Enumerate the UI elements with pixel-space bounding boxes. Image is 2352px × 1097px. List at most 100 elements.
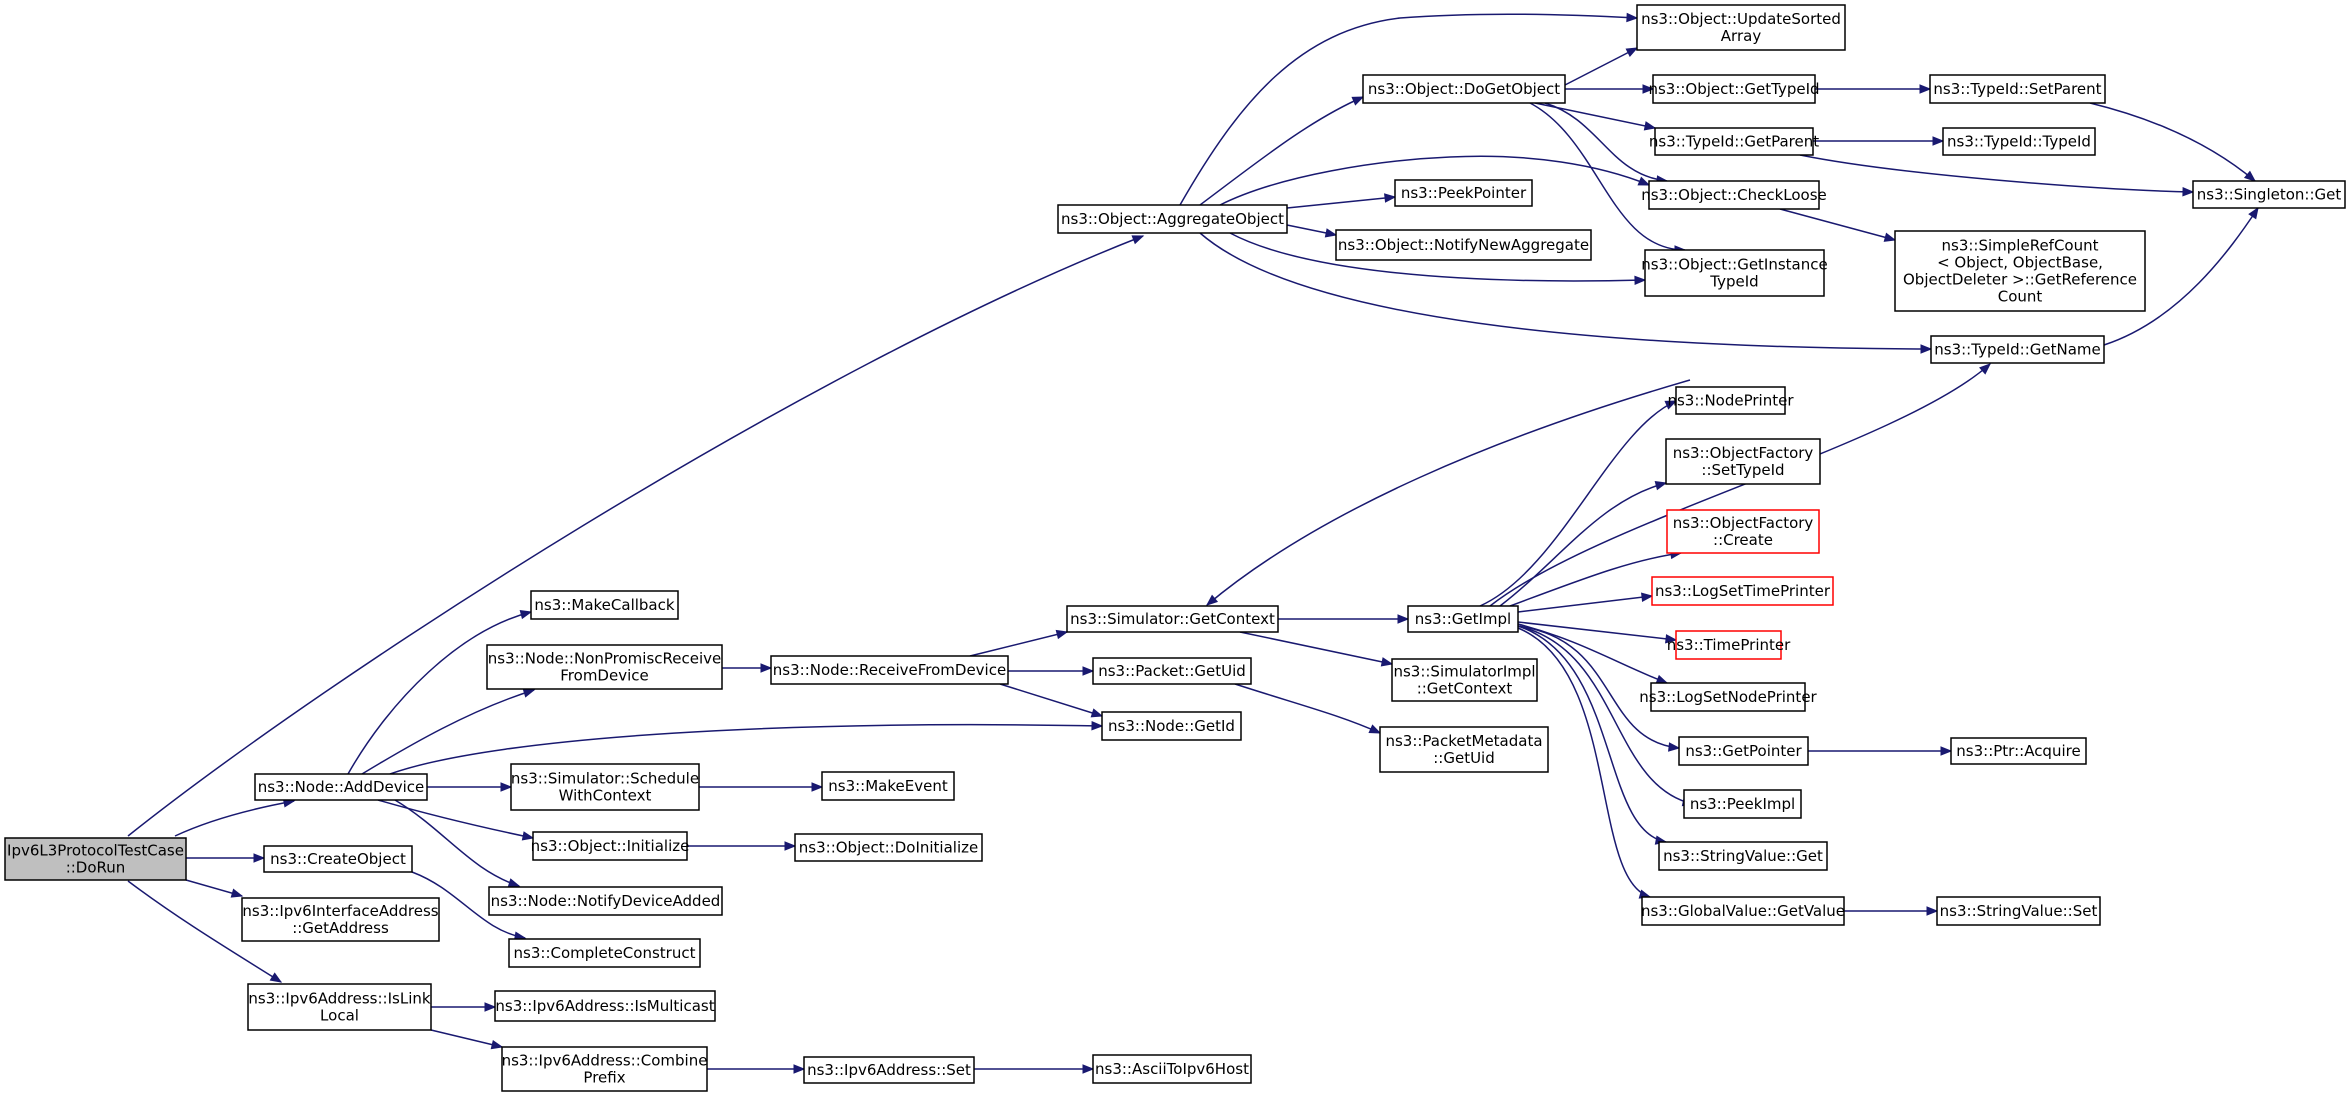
arrowhead-icon <box>1384 193 1397 203</box>
node-label: ns3::StringValue::Get <box>1663 847 1823 865</box>
node-gettypename[interactable]: ns3::TypeId::GetName <box>1930 335 2105 364</box>
node-box <box>1894 230 2146 312</box>
node-getcontext[interactable]: ns3::Simulator::GetContext <box>1066 605 1279 633</box>
node-typeidtypeid[interactable]: ns3::TypeId::TypeId <box>1942 127 2096 156</box>
edge-line <box>127 880 282 983</box>
node-peekimpl[interactable]: ns3::PeekImpl <box>1683 789 1802 819</box>
node-ifaceaddr[interactable]: ns3::Ipv6InterfaceAddress::GetAddress <box>241 897 440 942</box>
node-notifyagg[interactable]: ns3::Object::NotifyNewAggregate <box>1335 229 1592 261</box>
node-label: ns3::Object::CheckLoose <box>1641 186 1827 204</box>
node-ptracquire[interactable]: ns3::Ptr::Acquire <box>1950 737 2087 765</box>
node-box <box>1394 179 1533 207</box>
node-asciitohost[interactable]: ns3::AsciiToIpv6Host <box>1092 1054 1252 1084</box>
arrowhead-icon <box>1919 84 1932 94</box>
arrowhead-icon <box>811 782 824 792</box>
edge-islinklocal-to-ismulticast <box>431 1002 497 1012</box>
node-setparent[interactable]: ns3::TypeId::SetParent <box>1929 74 2106 104</box>
node-dorun[interactable]: Ipv6L3ProtocolTestCase::DoRun <box>4 837 187 881</box>
node-logsetnode[interactable]: ns3::LogSetNodePrinter <box>1639 682 1818 712</box>
edge-line <box>969 631 1068 657</box>
node-simplerefcount[interactable]: ns3::SimpleRefCount< Object, ObjectBase,… <box>1894 230 2146 312</box>
node-box <box>510 763 700 811</box>
node-makecallback[interactable]: ns3::MakeCallback <box>530 590 679 620</box>
arrowhead-icon <box>1324 228 1338 238</box>
edge-line <box>1229 232 1646 282</box>
node-label: ns3::NodePrinter <box>1667 392 1794 410</box>
edge-adddevice-to-makecallback <box>347 610 533 775</box>
edge-line <box>430 1029 503 1048</box>
node-createobject[interactable]: ns3::CreateObject <box>263 845 413 873</box>
node-box <box>1379 726 1549 773</box>
node-makeevent[interactable]: ns3::MakeEvent <box>821 771 955 801</box>
node-notifydev[interactable]: ns3::Node::NotifyDeviceAdded <box>488 886 723 916</box>
edge-line <box>1529 102 1686 251</box>
node-ismulticast[interactable]: ns3::Ipv6Address::IsMulticast <box>494 990 716 1022</box>
node-timeprinter[interactable]: ns3::TimePrinter <box>1667 630 1791 660</box>
edge-dorun-to-ifaceaddr <box>185 879 244 898</box>
node-doinit[interactable]: ns3::Object::DoInitialize <box>794 833 983 862</box>
node-nodeprinter[interactable]: ns3::NodePrinter <box>1667 386 1794 415</box>
edge-line <box>1517 621 1677 641</box>
node-pktuid[interactable]: ns3::Packet::GetUid <box>1092 657 1252 685</box>
edge-line <box>1206 379 1691 606</box>
node-label: ns3::Node::GetId <box>1108 717 1235 735</box>
node-box <box>1066 605 1279 633</box>
node-label: ns3::PacketMetadata <box>1385 732 1542 750</box>
node-label: ns3::Node::ReceiveFromDevice <box>773 661 1006 679</box>
arrowhead-icon <box>1205 594 1219 606</box>
arrowhead-icon <box>1668 742 1681 752</box>
node-label: WithContext <box>559 787 652 805</box>
node-receivefrom[interactable]: ns3::Node::ReceiveFromDevice <box>770 655 1009 685</box>
node-simimplctx[interactable]: ns3::SimulatorImpl::GetContext <box>1391 658 1538 702</box>
node-ofcreate[interactable]: ns3::ObjectFactory::Create <box>1666 509 1820 554</box>
node-v6set[interactable]: ns3::Ipv6Address::Set <box>803 1056 975 1084</box>
node-label: ns3::TypeId::GetParent <box>1649 133 1819 151</box>
node-box <box>530 590 679 620</box>
node-label: Array <box>1721 27 1762 45</box>
node-aggregate[interactable]: ns3::Object::AggregateObject <box>1057 204 1288 234</box>
node-logsettime[interactable]: ns3::LogSetTimePrinter <box>1651 576 1834 606</box>
node-strget[interactable]: ns3::StringValue::Get <box>1658 841 1828 871</box>
node-label: FromDevice <box>560 667 648 685</box>
node-completeconstruct[interactable]: ns3::CompleteConstruct <box>508 938 701 968</box>
edge-line <box>1799 154 2194 193</box>
node-label: < Object, ObjectBase, <box>1937 254 2103 272</box>
node-peekpointer[interactable]: ns3::PeekPointer <box>1394 179 1533 207</box>
node-adddevice[interactable]: ns3::Node::AddDevice <box>254 773 428 801</box>
node-label: ns3::PeekImpl <box>1690 795 1795 813</box>
node-box <box>1666 509 1820 554</box>
node-box <box>1650 682 1806 712</box>
edge-receivefrom-to-nodegetid <box>999 683 1104 718</box>
node-getimpl[interactable]: ns3::GetImpl <box>1407 605 1519 633</box>
node-pktmetauid[interactable]: ns3::PacketMetadata::GetUid <box>1379 726 1549 773</box>
edge-line <box>389 723 1103 775</box>
node-dogetobject[interactable]: ns3::Object::DoGetObject <box>1362 74 1566 104</box>
node-nodegetid[interactable]: ns3::Node::GetId <box>1101 711 1242 741</box>
node-checkloose[interactable]: ns3::Object::CheckLoose <box>1641 180 1827 210</box>
node-box <box>1641 896 1845 926</box>
edge-aggregate-to-notifyagg <box>1286 224 1338 238</box>
node-objinit[interactable]: ns3::Object::Initialize <box>531 831 690 861</box>
node-gettypeid[interactable]: ns3::Object::GetTypeId <box>1648 74 1820 104</box>
edge-aggregate-to-getinsttypeid <box>1229 232 1647 286</box>
node-box <box>1407 605 1519 633</box>
arrowhead-icon <box>1979 363 1992 375</box>
node-ofsettypeid[interactable]: ns3::ObjectFactory::SetTypeId <box>1665 438 1821 485</box>
node-getparent[interactable]: ns3::TypeId::GetParent <box>1649 127 1819 156</box>
node-gvgetvalue[interactable]: ns3::GlobalValue::GetValue <box>1641 896 1845 926</box>
node-getpointer[interactable]: ns3::GetPointer <box>1678 736 1809 766</box>
node-strset[interactable]: ns3::StringValue::Set <box>1936 896 2101 926</box>
node-label: ns3::TypeId::TypeId <box>1947 133 2091 151</box>
arrowhead-icon <box>1643 121 1657 131</box>
arrowhead-icon <box>760 663 773 673</box>
edge-line <box>1219 155 1650 206</box>
arrowhead-icon <box>1654 481 1668 491</box>
edge-dorun-to-adddevice <box>174 798 296 837</box>
node-singletonget[interactable]: ns3::Singleton::Get <box>2192 180 2346 209</box>
